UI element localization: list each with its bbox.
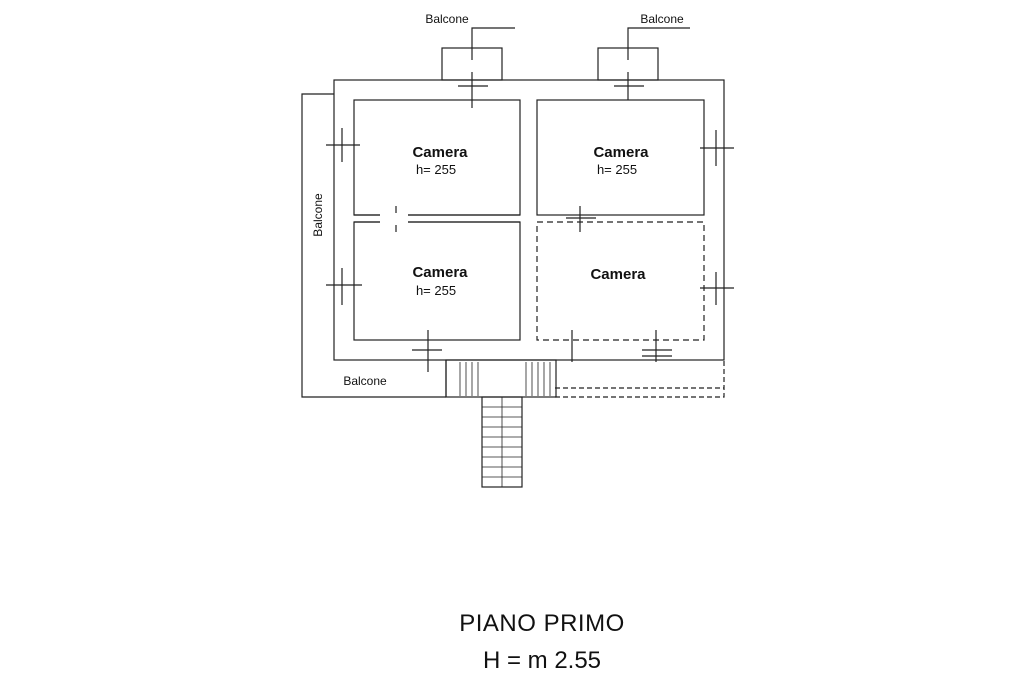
terrace-dashed — [555, 360, 725, 398]
room-label-top-right: Camera — [593, 144, 649, 161]
balcony-label-bottom: Balcone — [343, 374, 387, 388]
stair-landing — [445, 359, 557, 398]
room-outline-bottom-left — [353, 221, 521, 341]
leader-line-top-left — [471, 27, 515, 60]
room-height-top-left: h= 255 — [416, 162, 456, 177]
height-caption: H = m 2.55 — [482, 647, 602, 674]
room-outline-top-right — [536, 99, 705, 216]
room-outline-bottom-right — [536, 221, 705, 341]
balcony-label-top-right: Balcone — [640, 12, 684, 26]
room-label-bottom-right: Camera — [590, 266, 646, 283]
balcony-label-left: Balcone — [311, 193, 325, 237]
room-label-bottom-left: Camera — [412, 264, 468, 281]
floor-caption: PIANO PRIMO — [459, 610, 625, 637]
leader-line-top-right — [627, 27, 690, 60]
balcony-label-top-left: Balcone — [425, 12, 469, 26]
room-height-top-right: h= 255 — [597, 162, 637, 177]
balcony-left-outline — [301, 93, 446, 398]
room-label-top-left: Camera — [412, 144, 468, 161]
room-height-bottom-left: h= 255 — [416, 283, 456, 298]
